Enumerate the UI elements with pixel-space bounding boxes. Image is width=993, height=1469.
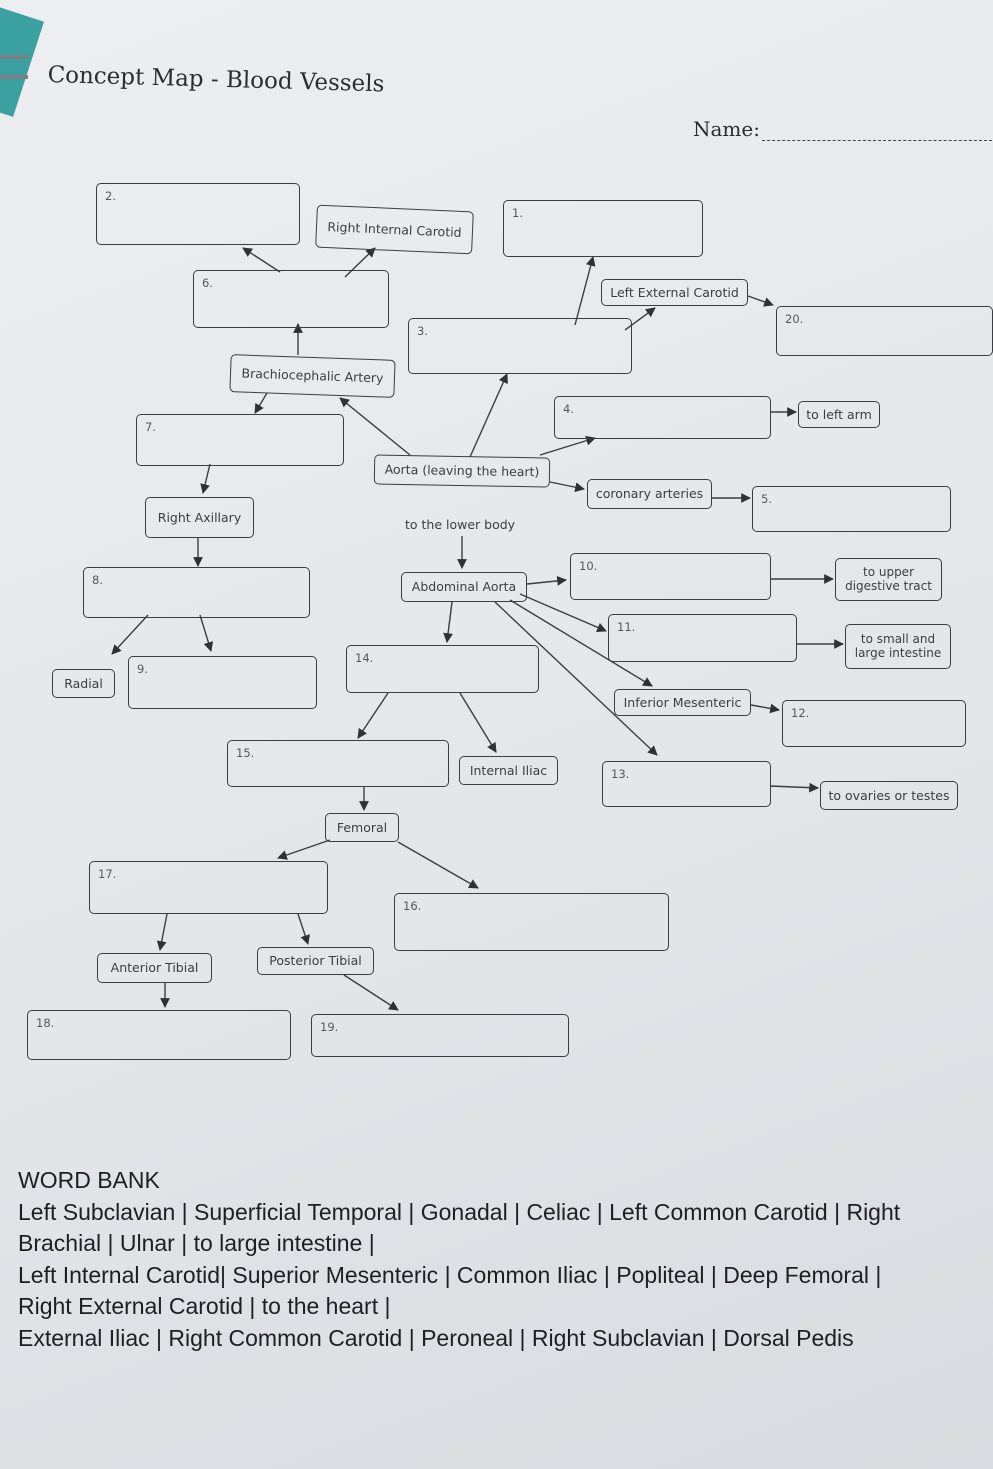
word-bank-line-1: Left Subclavian | Superficial Temporal |… [18, 1198, 901, 1225]
node-right-axillary: Right Axillary [145, 497, 254, 538]
box-number: 6. [202, 276, 213, 290]
arrow-14-to-internal-iliac [459, 692, 497, 753]
arrow-left-external-carotid-to-20 [747, 295, 774, 307]
word-bank-line-5: External Iliac | Right Common Carotid | … [18, 1324, 854, 1351]
answer-box-5[interactable]: 5. [752, 486, 951, 532]
node-inferior-mesenteric: Inferior Mesenteric [614, 689, 751, 716]
answer-box-14[interactable]: 14. [346, 645, 539, 693]
answer-box-1[interactable]: 1. [503, 200, 703, 257]
arrow-abdominal-to-13 [494, 601, 658, 756]
arrow-aorta-to-coronary [549, 481, 585, 493]
answer-box-13[interactable]: 13. [602, 761, 771, 807]
arrow-aorta-to-brachiocephalic [339, 397, 411, 456]
answer-box-3[interactable]: 3. [408, 318, 632, 374]
arrow-aorta-to-3 [469, 373, 508, 458]
box-number: 19. [320, 1020, 339, 1034]
arrow-inferior-mesenteric-to-12 [750, 703, 780, 714]
answer-box-11[interactable]: 11. [608, 614, 797, 662]
node-coronary-arteries: coronary arteries [587, 479, 712, 509]
answer-box-2[interactable]: 2. [96, 183, 300, 245]
word-bank-line-2: Brachial | Ulnar | to large intestine | [18, 1230, 375, 1256]
answer-box-18[interactable]: 18. [27, 1010, 291, 1060]
node-to-ovaries-testes: to ovaries or testes [820, 781, 958, 810]
box-number: 10. [579, 559, 598, 573]
answer-box-15[interactable]: 15. [227, 740, 449, 787]
arrow-8-to-9 [199, 614, 214, 652]
arrow-17-to-anterior-tibial [156, 913, 168, 951]
arrow-6-to-2 [242, 247, 281, 273]
node-abdominal-aorta: Abdominal Aorta [401, 572, 527, 602]
arrow-abdominal-to-11 [519, 593, 607, 633]
answer-box-17[interactable]: 17. [89, 861, 328, 914]
node-aorta: Aorta (leaving the heart) [373, 454, 551, 488]
node-internal-iliac: Internal Iliac [459, 756, 558, 785]
word-bank-line-4: Right External Carotid | to the heart | [18, 1293, 391, 1319]
node-left-external-carotid: Left External Carotid [601, 279, 748, 306]
arrow-8-to-radial [111, 614, 149, 655]
node-anterior-tibial: Anterior Tibial [97, 953, 212, 983]
arrow-7-to-right-axillary [200, 463, 211, 494]
arrow-3-to-1 [574, 256, 596, 326]
arrow-posterior-tibial-to-19 [343, 974, 399, 1011]
answer-box-6[interactable]: 6. [193, 270, 389, 328]
box-number: 7. [145, 420, 156, 434]
box-number: 3. [417, 324, 428, 338]
arrow-13-to-ovaries [769, 782, 819, 793]
name-label: Name: [693, 117, 760, 141]
box-number: 11. [617, 620, 636, 634]
arrow-femoral-to-16 [397, 841, 479, 889]
node-to-left-arm: to left arm [798, 401, 880, 428]
box-number: 5. [761, 492, 772, 506]
arrow-femoral-to-17 [277, 839, 331, 860]
word-bank-line-3: Left Internal Carotid| Superior Mesenter… [18, 1261, 882, 1288]
name-field[interactable]: Name: [693, 117, 992, 141]
box-number: 12. [791, 706, 810, 720]
answer-box-12[interactable]: 12. [782, 700, 966, 747]
node-posterior-tibial: Posterior Tibial [257, 947, 374, 975]
box-number: 14. [355, 651, 374, 665]
arrow-abdominal-to-10 [526, 576, 567, 586]
arrow-17-to-posterior-tibial [297, 913, 310, 945]
box-number: 2. [105, 189, 116, 203]
box-number: 16. [403, 899, 422, 913]
box-number: 15. [236, 746, 255, 760]
answer-box-20[interactable]: 20. [776, 306, 993, 356]
node-to-small-large-intestine: to small and large intestine [845, 624, 951, 669]
box-number: 9. [137, 662, 148, 676]
label-to-lower-body: to the lower body [405, 517, 516, 532]
answer-box-9[interactable]: 9. [128, 656, 317, 709]
box-number: 18. [36, 1016, 55, 1030]
node-right-internal-carotid: Right Internal Carotid [315, 204, 474, 255]
arrow-3-to-left-external-carotid [624, 307, 656, 331]
answer-box-8[interactable]: 8. [83, 567, 310, 618]
arrow-brachiocephalic-to-7 [254, 392, 268, 414]
node-femoral: Femoral [325, 813, 399, 842]
binder-clip [0, 55, 28, 79]
word-bank: WORD BANK Left Subclavian | Superficial … [18, 1165, 978, 1354]
word-bank-heading: WORD BANK [18, 1167, 160, 1193]
arrow-6-to-right-internal-carotid [344, 247, 376, 278]
box-number: 20. [785, 312, 804, 326]
arrow-abdominal-to-14 [443, 601, 453, 643]
answer-box-10[interactable]: 10. [570, 553, 771, 600]
node-radial: Radial [52, 669, 115, 698]
name-blank-line[interactable] [761, 140, 992, 141]
answer-box-4[interactable]: 4. [554, 396, 771, 439]
answer-box-19[interactable]: 19. [311, 1014, 569, 1057]
box-number: 17. [98, 867, 117, 881]
arrow-aorta-to-4 [539, 435, 596, 456]
node-to-upper-digestive-tract: to upper digestive tract [835, 558, 942, 601]
node-brachiocephalic-artery: Brachiocephalic Artery [229, 354, 396, 398]
box-number: 1. [512, 206, 523, 220]
arrow-abdominal-to-inferior-mesenteric [509, 599, 653, 687]
box-number: 13. [611, 767, 630, 781]
answer-box-16[interactable]: 16. [394, 893, 669, 951]
answer-box-7[interactable]: 7. [136, 414, 344, 466]
box-number: 8. [92, 573, 103, 587]
arrow-14-to-15 [357, 692, 389, 739]
box-number: 4. [563, 402, 574, 416]
